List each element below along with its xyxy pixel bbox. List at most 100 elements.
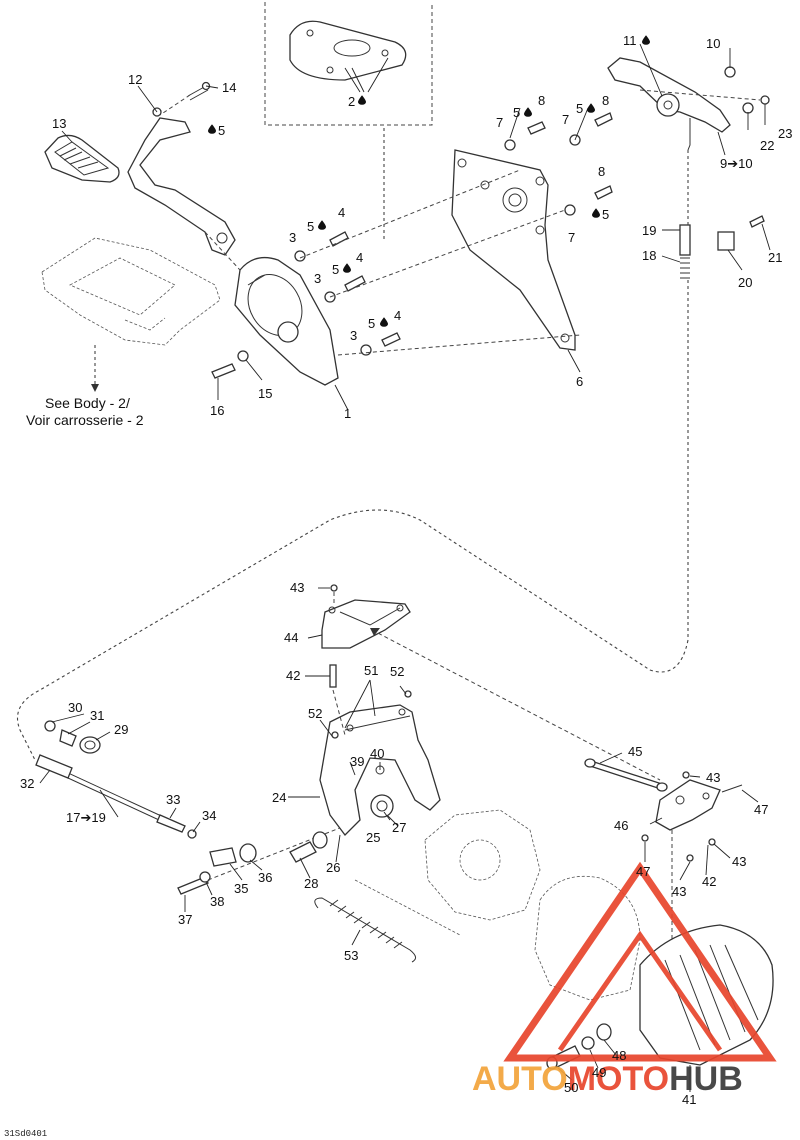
watermark-triangle: [503, 861, 777, 1062]
drop-icon: [592, 208, 600, 218]
label-7a: 7: [496, 115, 503, 130]
cable-end-assembly: [35, 720, 197, 839]
label-6: 6: [576, 374, 583, 389]
label-41: 41: [682, 1092, 696, 1107]
label-7c: 7: [568, 230, 575, 245]
label-50: 50: [564, 1080, 578, 1095]
label-11: 11: [623, 33, 637, 48]
label-4a: 4: [338, 205, 345, 220]
label-42b: 42: [702, 874, 716, 889]
label-24: 24: [272, 790, 286, 805]
bracket-part-24: [319, 690, 441, 836]
label-43d: 43: [672, 884, 686, 899]
drop-icon: [642, 35, 650, 45]
bracket-part-6: [451, 149, 576, 351]
reference-code: 31Sd0401: [4, 1129, 47, 1139]
drop-icon: [587, 103, 595, 113]
label-47a: 47: [754, 802, 768, 817]
label-52b: 52: [308, 706, 322, 721]
svg-text:AUTOMOTOHUB: AUTOMOTOHUB: [472, 1060, 743, 1098]
label-1: 1: [344, 406, 351, 421]
label-3a: 3: [289, 230, 296, 245]
brake-cable-loop: [16, 509, 689, 761]
label-27: 27: [392, 820, 406, 835]
see-body-note-line1: See Body - 2/: [45, 395, 130, 411]
label-23: 23: [778, 126, 792, 141]
watermark-triangle-inner: [557, 930, 723, 1052]
label-37: 37: [178, 912, 192, 927]
label-38: 38: [210, 894, 224, 909]
label-53: 53: [344, 948, 358, 963]
label-29: 29: [114, 722, 128, 737]
label-12: 12: [128, 72, 142, 87]
drop-icon: [380, 317, 388, 327]
label-5e: 5: [513, 105, 520, 120]
bracket-part-44: [321, 584, 411, 736]
label-34: 34: [202, 808, 216, 823]
label-4c: 4: [394, 308, 401, 323]
see-body-note-line2: Voir carrosserie - 2: [26, 412, 144, 428]
label-4b: 4: [356, 250, 363, 265]
label-9: 9➔10: [720, 156, 753, 171]
label-30: 30: [68, 700, 82, 715]
alignment-lines-upper: [159, 89, 761, 640]
gearbox-ghost: [354, 809, 541, 936]
label-8a: 8: [538, 93, 545, 108]
detail-inset: [264, 2, 433, 240]
label-43a: 43: [290, 580, 304, 595]
automotohub-watermark: AUTOMOTOHUB: [472, 861, 777, 1098]
label-46: 46: [614, 818, 628, 833]
label-26: 26: [326, 860, 340, 875]
label-44: 44: [284, 630, 298, 645]
label-18: 18: [642, 248, 656, 263]
spring-part-53: [314, 897, 416, 963]
label-5b: 5: [307, 219, 314, 234]
cover-part-1: [234, 256, 339, 386]
label-22: 22: [760, 138, 774, 153]
drop-icon: [208, 124, 216, 134]
label-49: 49: [592, 1065, 606, 1080]
label-36: 36: [258, 870, 272, 885]
label-32: 32: [20, 776, 34, 791]
label-5d: 5: [368, 316, 375, 331]
label-7b: 7: [562, 112, 569, 127]
label-33: 33: [166, 792, 180, 807]
callout-labels: 12 13 14 5 2 3 5 4 3 5 4 3 5 4 1 15 16 S…: [4, 33, 792, 1139]
label-5a: 5: [218, 123, 225, 138]
label-5c: 5: [332, 262, 339, 277]
brake-pedal-assembly: [44, 81, 236, 256]
label-10: 10: [706, 36, 720, 51]
label-28: 28: [304, 876, 318, 891]
label-17: 17➔19: [66, 810, 106, 825]
label-20: 20: [738, 275, 752, 290]
label-51: 51: [364, 663, 378, 678]
label-40: 40: [370, 746, 384, 761]
label-5g: 5: [602, 207, 609, 222]
drop-icon: [524, 107, 532, 117]
label-48: 48: [612, 1048, 626, 1063]
label-5f: 5: [576, 101, 583, 116]
label-13: 13: [52, 116, 66, 131]
label-45: 45: [628, 744, 642, 759]
label-35: 35: [234, 881, 248, 896]
label-3b: 3: [314, 271, 321, 286]
label-8c: 8: [598, 164, 605, 179]
link-rod-part-45: [370, 628, 668, 792]
label-19: 19: [642, 223, 656, 238]
label-14: 14: [222, 80, 236, 95]
label-39: 39: [350, 754, 364, 769]
drop-icon: [318, 220, 326, 230]
label-31: 31: [90, 708, 104, 723]
body-panel-ghost: [41, 237, 221, 392]
label-52a: 52: [390, 664, 404, 679]
label-47b: 47: [636, 864, 650, 879]
drop-icon: [358, 95, 366, 105]
label-8b: 8: [602, 93, 609, 108]
label-2: 2: [348, 94, 355, 109]
label-21: 21: [768, 250, 782, 265]
watermark-part-hub: HUB: [669, 1060, 743, 1098]
label-3c: 3: [350, 328, 357, 343]
pivot-pin-group: [177, 819, 361, 895]
label-43c: 43: [732, 854, 746, 869]
